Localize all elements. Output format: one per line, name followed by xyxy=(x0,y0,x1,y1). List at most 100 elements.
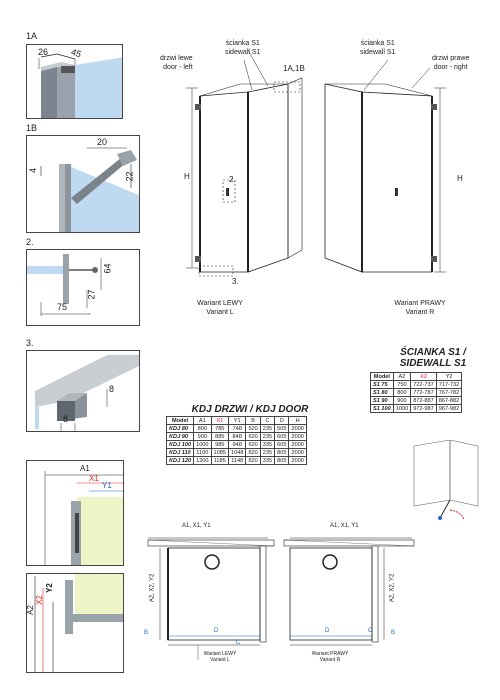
plan-right-d: D xyxy=(325,628,330,634)
seal-profile-drawing xyxy=(35,355,139,431)
hinge-detail-drawing xyxy=(27,45,122,118)
door-table-cell: 335 xyxy=(259,440,276,449)
panel-3-label: 3. xyxy=(26,338,34,348)
sidewall-table-header-model: Model xyxy=(370,372,394,381)
dim-x2: X2 xyxy=(34,595,44,605)
door-table-header-d: D xyxy=(274,416,290,425)
sidewall-table-cell: S1 90 xyxy=(370,396,394,405)
door-table-cell: 1085 xyxy=(210,448,229,457)
door-table-cell: 2000 xyxy=(288,432,307,441)
sidewall-table-title: ŚCIANKA S1 / SIDEWALL S1 xyxy=(399,347,467,369)
dim-22: 22 xyxy=(124,171,135,182)
plan-left-top-dim: A1, X1, Y1 xyxy=(182,523,211,529)
door-table-cell: 335 xyxy=(259,456,276,465)
ref-3: 3. xyxy=(232,277,239,286)
door-table-title: KDJ DRZWI / KDJ DOOR xyxy=(191,404,309,415)
door-table-cell: 620 xyxy=(245,432,261,441)
plan-right-c: C xyxy=(368,628,373,634)
height-right-label: H xyxy=(457,174,463,183)
left-variant-drawing xyxy=(186,49,303,277)
caption-right: Wariant PRAWY Variant R xyxy=(394,300,446,316)
door-table-cell: 985 xyxy=(210,440,229,449)
door-table-cell: 2000 xyxy=(288,456,307,465)
plan-right-side-dim: A2, X2, Y2 xyxy=(389,573,396,603)
dim-26: 26 xyxy=(38,47,49,57)
height-left-label: H xyxy=(184,172,190,181)
door-table-cell: 805 xyxy=(274,448,290,457)
sidewall-table-cell: S1 100 xyxy=(370,404,394,413)
door-table-header-y1: Y1 xyxy=(227,416,247,425)
sidewall-table-cell: 967-982 xyxy=(435,404,463,413)
sidewall-table-cell: 867-882 xyxy=(435,396,463,405)
door-table-cell: 1148 xyxy=(227,456,247,465)
plan-right xyxy=(283,537,415,646)
door-table-cell: 848 xyxy=(227,432,247,441)
dim-20: 20 xyxy=(97,137,108,147)
door-opening-sketch xyxy=(413,440,479,521)
plan-left xyxy=(147,537,275,660)
door-table-cell: 1200 xyxy=(193,456,212,465)
sidewall-table-cell: 872-887 xyxy=(410,396,437,405)
door-table-cell: KDJ 120 xyxy=(165,456,195,465)
door-table-cell: 748 xyxy=(227,424,247,433)
door-table-cell: 820 xyxy=(245,448,261,457)
detail-panel-3: 8 8 xyxy=(26,350,140,432)
side-dimensions-drawing xyxy=(34,574,123,672)
door-table-cell: 235 xyxy=(259,432,276,441)
dim-a1: A1 xyxy=(80,464,90,473)
dim-x1: X1 xyxy=(89,474,99,483)
door-table-cell: 2000 xyxy=(288,448,307,457)
sidewall-table-cell: 767-782 xyxy=(435,388,463,397)
door-table-cell: 2000 xyxy=(288,424,307,433)
panel-1a-label: 1A xyxy=(26,31,38,41)
plan-left-side-dim: A2, X2, Y2 xyxy=(149,573,156,603)
panel-2-label: 2. xyxy=(26,237,34,247)
dim-y2: Y2 xyxy=(44,583,54,593)
door-table-cell: 820 xyxy=(245,456,261,465)
caption-left: Wariant LEWY Variant L xyxy=(197,300,243,316)
dim-8-a: 8 xyxy=(109,384,115,394)
sidewall-left-label: ścianka S1 sidewall S1 xyxy=(225,40,261,56)
door-table-header-h: H xyxy=(288,416,307,425)
plan-right-caption: Wariant PRAWY Variant R xyxy=(311,651,349,664)
door-table-cell: 605 xyxy=(274,432,290,441)
plan-left-c: C xyxy=(236,640,241,646)
floor-plans xyxy=(147,537,415,660)
dim-a2: A2 xyxy=(26,605,35,615)
right-variant-drawing xyxy=(324,59,446,273)
door-table-cell: 948 xyxy=(227,440,247,449)
door-table-cell: 805 xyxy=(274,456,290,465)
door-table-cell: 1000 xyxy=(193,440,212,449)
door-table-header-c: C xyxy=(259,416,276,425)
sidewall-table-cell: S1 75 xyxy=(370,380,394,389)
detail-panel-a1: A1 X1 Y1 xyxy=(26,460,124,566)
dim-8-b: 8 xyxy=(63,414,69,424)
sidewall-table-header-a2: A2 xyxy=(392,372,412,381)
sidewall-table-header-x2: X2 xyxy=(410,372,437,381)
sidewall-table-header-y2: Y2 xyxy=(435,372,463,381)
door-table-cell: 900 xyxy=(193,432,212,441)
sidewall-table-cell: 972-987 xyxy=(410,404,437,413)
sidewall-table-cell: 1000 xyxy=(392,404,412,413)
sidewall-table-cell: 800 xyxy=(392,388,412,397)
top-dimensions-drawing xyxy=(44,471,123,565)
door-table-cell: 885 xyxy=(210,432,229,441)
sidewall-table-cell: 722-737 xyxy=(410,380,437,389)
sidewall-table-cell: 900 xyxy=(392,396,412,405)
dim-4: 4 xyxy=(28,167,39,174)
detail-panel-1a: 26 45 xyxy=(26,44,123,119)
dim-27: 27 xyxy=(86,289,97,300)
door-table-cell: 505 xyxy=(274,424,290,433)
plan-left-b: B xyxy=(144,630,149,636)
door-table-cell: 800 xyxy=(193,424,212,433)
door-table-cell: 1100 xyxy=(193,448,212,457)
plan-right-top-dim: A1, X1, Y1 xyxy=(330,523,359,529)
plan-right-b: B xyxy=(391,630,396,636)
